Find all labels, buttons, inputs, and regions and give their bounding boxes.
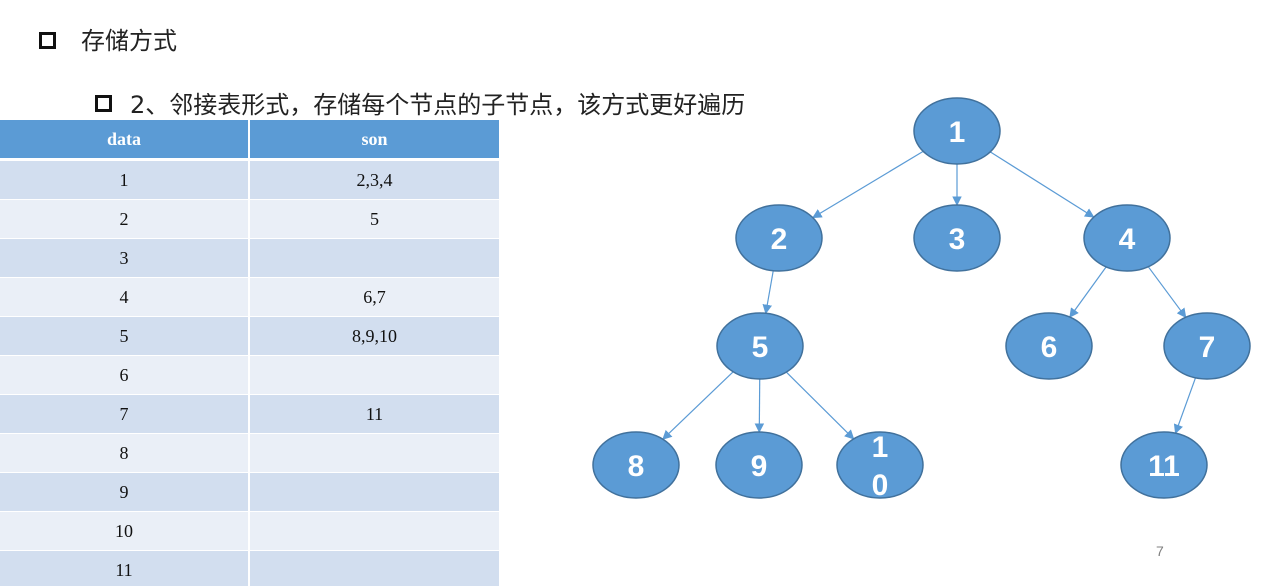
node-label: 2	[771, 223, 788, 256]
node-label: 1	[949, 116, 966, 149]
tree-node-3: 3	[913, 204, 1001, 272]
tree-node-4: 4	[1083, 204, 1171, 272]
node-ellipse	[1005, 312, 1093, 380]
cell-son	[249, 472, 501, 512]
table-row: 8	[0, 433, 501, 473]
node-label-part: 0	[872, 469, 889, 502]
node-ellipse	[715, 431, 803, 499]
node-label: 4	[1119, 223, 1136, 256]
tree-node-10: 1010	[836, 431, 924, 502]
node-label: 11	[1148, 450, 1180, 483]
edge-1-to-2	[812, 150, 924, 219]
cell-data: 6	[0, 355, 250, 395]
column-header-son: son	[249, 120, 501, 161]
tree-node-7: 7	[1163, 312, 1251, 380]
cell-data: 11	[0, 550, 250, 586]
cell-data: 4	[0, 277, 250, 317]
table-row: 11	[0, 550, 501, 586]
cell-son: 6,7	[249, 277, 501, 317]
table-row: 10	[0, 511, 501, 551]
cell-data: 7	[0, 394, 250, 434]
slide-subtitle: 2、邻接表形式，存储每个节点的子节点，该方式更好遍历	[130, 91, 746, 119]
edge-4-to-7	[1147, 266, 1187, 319]
node-label: 6	[1041, 331, 1058, 364]
node-label: 7	[1199, 331, 1216, 364]
node-label-part: 1	[872, 431, 889, 464]
cell-data: 5	[0, 316, 250, 356]
cell-data: 2	[0, 199, 250, 239]
cell-son: 8,9,10	[249, 316, 501, 356]
table-row: 3	[0, 238, 501, 278]
cell-data: 10	[0, 511, 250, 551]
cell-son	[249, 550, 501, 586]
edge-5-to-8	[662, 371, 734, 440]
title-bullet-icon	[39, 32, 56, 49]
node-label: 9	[751, 450, 768, 483]
table-header-row: data son	[0, 120, 501, 161]
tree-edges	[662, 150, 1197, 440]
cell-son: 5	[249, 199, 501, 239]
edge-5-to-10	[785, 371, 855, 440]
edge-7-to-11	[1173, 377, 1197, 435]
table-row: 9	[0, 472, 501, 512]
tree-node-11: 11	[1120, 431, 1208, 499]
page-number: 7	[1156, 543, 1164, 559]
tree-node-2: 2	[735, 204, 823, 272]
cell-son	[249, 433, 501, 473]
node-label: 5	[752, 331, 769, 364]
node-ellipse	[592, 431, 680, 499]
column-header-data: data	[0, 120, 250, 161]
edge-4-to-6	[1069, 266, 1107, 318]
node-ellipse	[1163, 312, 1251, 380]
subtitle-bullet-icon	[95, 95, 112, 112]
tree-node-5: 5	[716, 312, 804, 380]
tree-diagram: 1 2 3 4 5 6 7 8 9 1010 11	[592, 97, 1251, 502]
cell-son	[249, 511, 501, 551]
cell-son	[249, 238, 501, 278]
node-label: 8	[628, 450, 645, 483]
node-ellipse	[716, 312, 804, 380]
table-row: 6	[0, 355, 501, 395]
node-ellipse	[735, 204, 823, 272]
edge-2-to-5	[762, 270, 774, 315]
node-ellipse	[913, 97, 1001, 165]
cell-data: 3	[0, 238, 250, 278]
node-ellipse	[836, 431, 924, 499]
edge-1-to-4	[989, 151, 1095, 218]
node-ellipse	[913, 204, 1001, 272]
cell-data: 1	[0, 159, 250, 200]
tree-node-9: 9	[715, 431, 803, 499]
cell-son: 11	[249, 394, 501, 434]
tree-node-1: 1	[913, 97, 1001, 165]
tree-node-8: 8	[592, 431, 680, 499]
tree-nodes: 1 2 3 4 5 6 7 8 9 1010 11	[592, 97, 1251, 502]
slide-title: 存储方式	[81, 27, 177, 55]
cell-data: 9	[0, 472, 250, 512]
node-ellipse	[1083, 204, 1171, 272]
node-ellipse	[1120, 431, 1208, 499]
cell-data: 8	[0, 433, 250, 473]
cell-son: 2,3,4	[249, 159, 501, 200]
cell-son	[249, 355, 501, 395]
node-label: 3	[949, 223, 966, 256]
tree-node-6: 6	[1005, 312, 1093, 380]
